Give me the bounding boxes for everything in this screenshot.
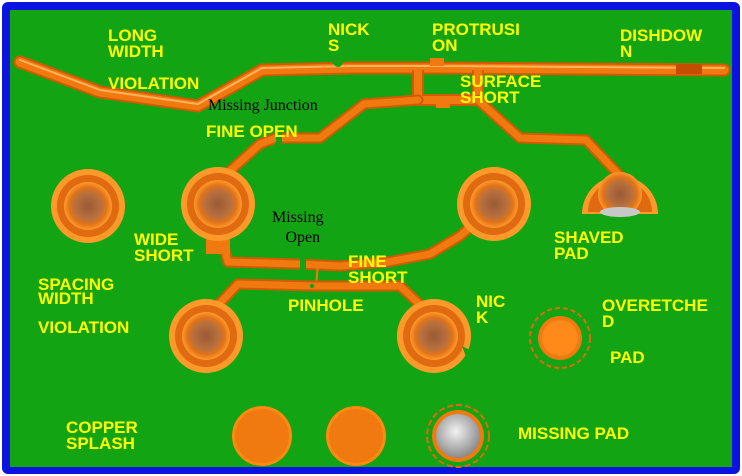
- label-violation-left: VIOLATION: [38, 318, 130, 337]
- missing-open-gap: [300, 258, 306, 270]
- pinhole-defect: [309, 283, 315, 289]
- copper-splash-pad-1: [232, 406, 292, 466]
- label-overetched-pad: PAD: [610, 348, 645, 367]
- label-pinhole: PINHOLE: [288, 296, 364, 315]
- pad-center-right: [457, 167, 531, 241]
- fine-open-gap: [276, 132, 282, 144]
- nick-defect-top: [332, 62, 344, 67]
- label-missing-pad: MISSING PAD: [518, 424, 630, 443]
- protrusion-defect: [430, 58, 444, 66]
- pad-left-large: [51, 169, 125, 243]
- pad-lower-left: [169, 299, 243, 373]
- label-violation-top: VIOLATION: [108, 74, 200, 93]
- label-fine-open: FINE OPEN: [206, 122, 298, 141]
- pad-center-left: [181, 167, 255, 241]
- missing-pad: [426, 404, 490, 468]
- nicked-pad: [397, 299, 474, 373]
- dishdown-defect: [676, 64, 702, 74]
- shaved-pad-trace: [472, 94, 628, 184]
- overetched-pad: [529, 307, 591, 369]
- shaved-pad: [582, 172, 658, 217]
- copper-splash-pad-2: [326, 406, 386, 466]
- board-substrate: [10, 10, 732, 467]
- label-missing-junction: Missing Junction: [208, 97, 318, 114]
- surface-short-defect: [436, 96, 450, 108]
